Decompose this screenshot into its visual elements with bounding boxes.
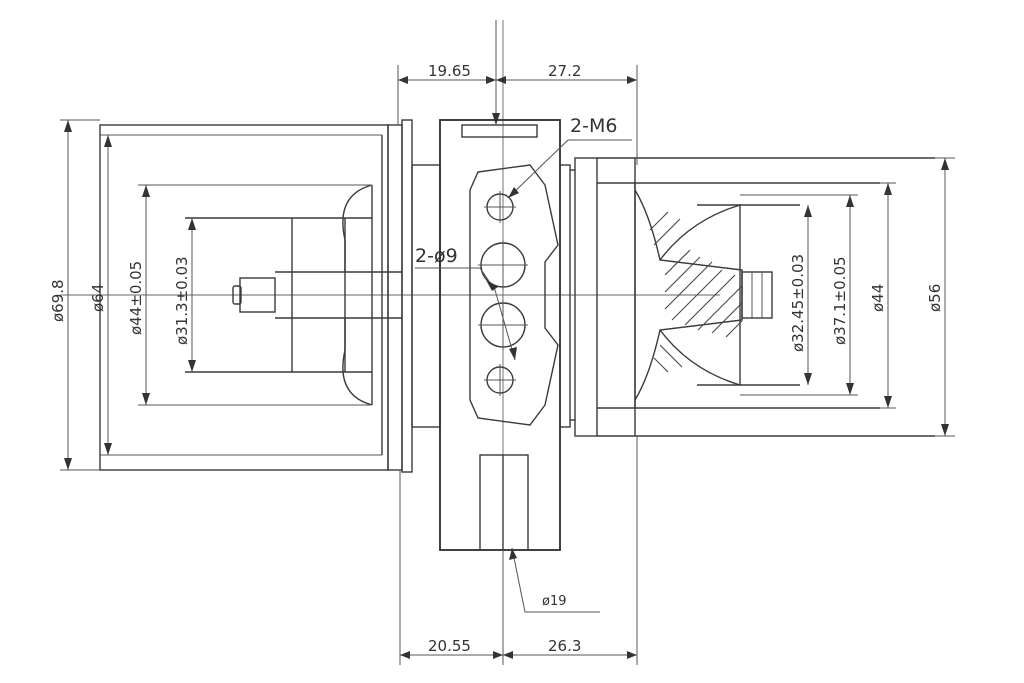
dim-top-right: 27.2 [548, 62, 581, 80]
dim-oil-port: ø19 [542, 594, 567, 609]
callout-dia9: 2-ø9 [415, 245, 458, 267]
dim-top-left: 19.65 [428, 62, 471, 80]
callout-m6: 2-M6 [570, 115, 617, 137]
dim-right-44: ø44 [869, 284, 887, 312]
bottom-dimensions: 20.55 26.3 ø19 [399, 436, 638, 665]
right-diameter-dimensions: ø56 ø44 ø37.1±0.05 ø32.45±0.03 [740, 157, 955, 437]
callouts: 2-M6 2-ø9 [415, 115, 632, 361]
turbine-wheel [574, 157, 935, 437]
turbine-hatching [649, 211, 743, 373]
dim-left-44: ø44±0.05 [127, 261, 145, 335]
left-diameter-dimensions: ø69.8 ø64 ø44±0.05 ø31.3±0.03 [49, 119, 382, 471]
dim-left-64: ø64 [89, 284, 107, 312]
dim-bottom-right: 26.3 [548, 637, 581, 655]
compressor-wheel [99, 119, 413, 473]
oil-drain-port [479, 454, 529, 551]
dim-right-32: ø32.45±0.03 [789, 254, 807, 352]
dim-bottom-left: 20.55 [428, 637, 471, 655]
dim-right-56: ø56 [926, 284, 944, 312]
dim-right-37: ø37.1±0.05 [831, 256, 849, 345]
top-dimensions: 19.65 27.2 [397, 20, 638, 165]
dim-left-31: ø31.3±0.03 [173, 256, 191, 345]
bearing-housing [411, 119, 575, 551]
dim-left-69: ø69.8 [49, 279, 67, 322]
